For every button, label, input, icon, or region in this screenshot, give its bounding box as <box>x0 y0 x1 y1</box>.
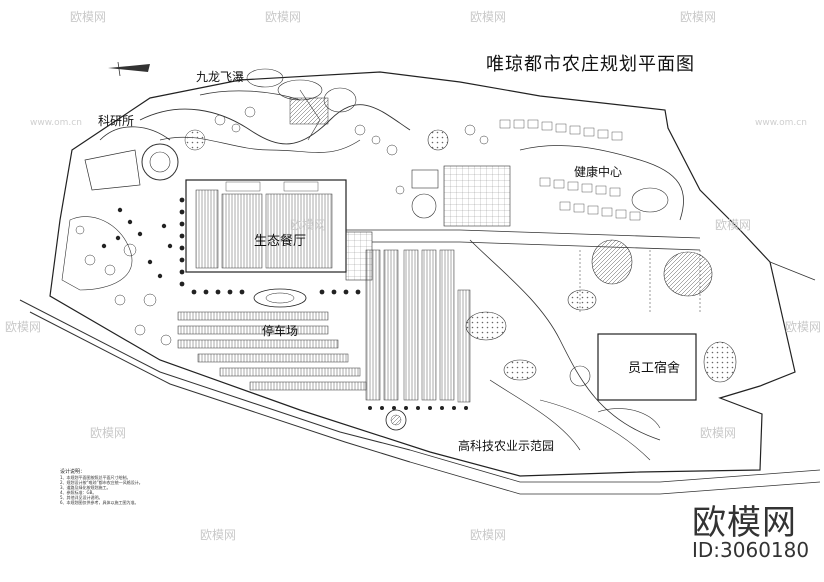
parking-lot-east <box>365 249 471 403</box>
label-staff-dorm: 员工宿舍 <box>628 361 681 376</box>
west-lawn <box>61 216 133 291</box>
notes-line: 4、参照标准：GB。 <box>60 490 97 495</box>
notes-line: 1、本规划平面图按照总平面尺寸绘制。 <box>60 475 131 480</box>
watermark-url: www.om.cn <box>30 118 82 128</box>
health-center-complex <box>411 129 684 227</box>
plan-title: 唯琼都市农庄规划平面图 <box>486 54 695 75</box>
research-institute-area <box>84 126 206 191</box>
watermark-logo: 欧模网 <box>90 426 127 440</box>
cottage-rows <box>499 119 641 221</box>
watermark-url: www.om.cn <box>755 118 807 128</box>
watermark-logo: 欧模网 <box>5 320 42 334</box>
notes-heading: 设计说明： <box>60 469 86 475</box>
roundabout <box>385 409 407 431</box>
watermark-logo: 欧模网 <box>200 528 237 542</box>
watermark-logo: 欧模网 <box>290 218 327 232</box>
agri-demo-park <box>465 239 737 461</box>
label-research-institute: 科研所 <box>98 114 135 128</box>
tree-clusters <box>75 106 489 346</box>
label-parking: 停车场 <box>262 324 299 338</box>
watermark-logo: 欧模网 <box>265 10 302 24</box>
parking-lot-west <box>177 311 367 391</box>
watermark-logo: 欧模网 <box>680 10 717 24</box>
label-eco-restaurant: 生态餐厅 <box>254 234 307 249</box>
notes-line: 6、本规划图仅供参考，具体以施工图为准。 <box>60 500 139 505</box>
watermark-logo: 欧模网 <box>470 10 507 24</box>
label-health-center: 健康中心 <box>574 165 623 179</box>
watermark-logo: 欧模网 <box>715 218 752 232</box>
label-waterfall: 九龙飞瀑 <box>196 70 245 84</box>
external-road <box>19 299 411 451</box>
model-id: ID:3060180 <box>692 538 810 562</box>
design-notes: 设计说明： 1、本规划平面图按照总平面尺寸绘制。 2、规划设计按“唯琼”都市农庄… <box>60 469 290 506</box>
watermark-logo: 欧模网 <box>700 426 737 440</box>
watermark-logo: 欧模网 <box>785 320 822 334</box>
label-agri-demo-park: 高科技农业示范园 <box>458 439 555 453</box>
watermark-logo: 欧模网 <box>470 528 507 542</box>
entry-plaza <box>253 288 307 308</box>
watermark-logo: 欧模网 <box>70 10 107 24</box>
notes-line: 5、其他详见设计说明。 <box>60 495 103 500</box>
tree-row <box>179 197 361 295</box>
site-boundary <box>49 71 796 477</box>
brand-logo: 欧模网 <box>692 503 797 543</box>
north-arrow-icon <box>108 61 150 77</box>
staff-dorm-building <box>597 333 697 401</box>
notes-line: 2、规划设计按“唯琼”都市农庄统一风格设计。 <box>60 480 143 485</box>
notes-line: 3、道路及绿化按规划施工。 <box>60 485 111 490</box>
